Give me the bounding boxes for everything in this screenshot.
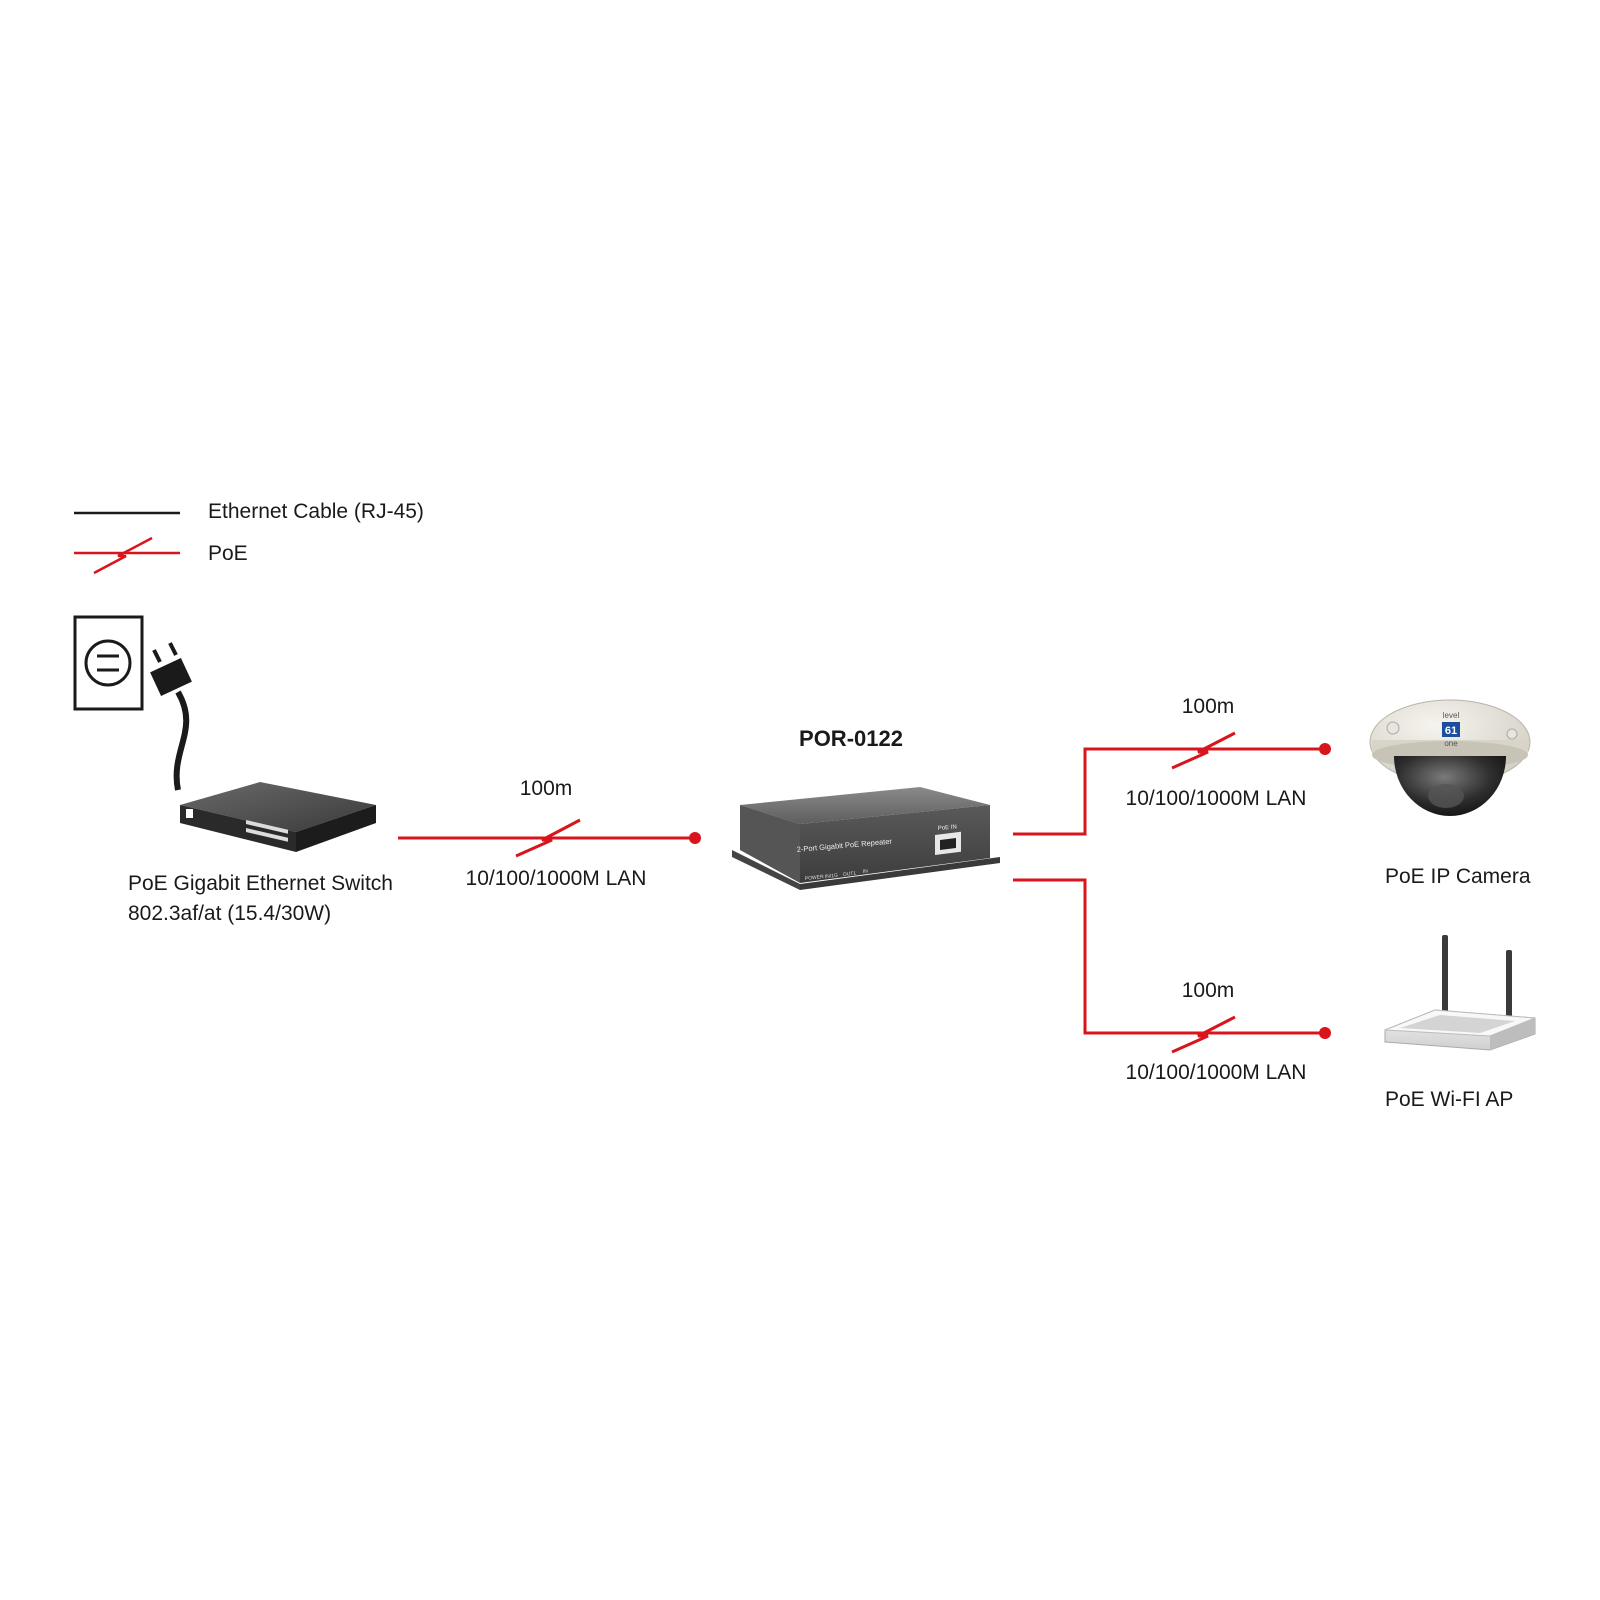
- antenna-icon: [1442, 935, 1448, 1013]
- led-label: IN/1G: [825, 873, 839, 880]
- power-plug-icon: [150, 642, 192, 791]
- wifi-ap-device: [1384, 935, 1536, 1051]
- switch-spec: 802.3af/at (15.4/30W): [128, 902, 332, 925]
- camera-logo-bottom: one: [1444, 739, 1458, 748]
- legend-ethernet-label: Ethernet Cable (RJ-45): [208, 500, 424, 523]
- link-endpoint: [689, 832, 701, 844]
- antenna-icon: [1506, 950, 1512, 1024]
- camera-logo-mark: 61: [1445, 725, 1457, 737]
- switch-name: PoE Gigabit Ethernet Switch: [128, 872, 393, 895]
- ethernet-branch-top: [1013, 731, 1325, 836]
- repeater-port-label: PoE IN: [938, 824, 957, 832]
- legend-poe-label: PoE: [208, 542, 248, 565]
- legend-poe-line: [74, 536, 180, 575]
- dome-camera-device: level 61 one: [1369, 699, 1531, 816]
- poe-repeater-device: 2-Port Gigabit PoE Repeater PoE IN POWER…: [732, 787, 1000, 890]
- link-speed: 10/100/1000M LAN: [1125, 1061, 1307, 1084]
- camera-label: PoE IP Camera: [1385, 865, 1531, 888]
- link-distance: 100m: [1181, 695, 1235, 718]
- link-distance: 100m: [519, 777, 573, 800]
- link-speed: 10/100/1000M LAN: [465, 867, 647, 890]
- poe-switch-device: [180, 782, 376, 852]
- poe-link-switch-repeater: [398, 818, 695, 858]
- led-label: OUT1: [843, 871, 857, 878]
- ap-label: PoE Wi-FI AP: [1385, 1088, 1514, 1111]
- led-label: IN: [863, 868, 869, 875]
- camera-logo-top: level: [1443, 711, 1460, 720]
- link-speed: 10/100/1000M LAN: [1125, 787, 1307, 810]
- link-distance: 100m: [1181, 979, 1235, 1002]
- repeater-model: POR-0122: [799, 726, 903, 751]
- switch-ports: [246, 820, 288, 842]
- levelone-logo-icon: [1442, 722, 1460, 737]
- power-outlet-icon: [73, 615, 144, 711]
- link-endpoint: [1319, 1027, 1331, 1039]
- led-label: POWER: [805, 874, 825, 882]
- ethernet-branch-bottom: [1013, 878, 1325, 1054]
- repeater-led-labels: POWER IN/1G OUT1 IN: [805, 868, 869, 882]
- link-endpoint: [1319, 743, 1331, 755]
